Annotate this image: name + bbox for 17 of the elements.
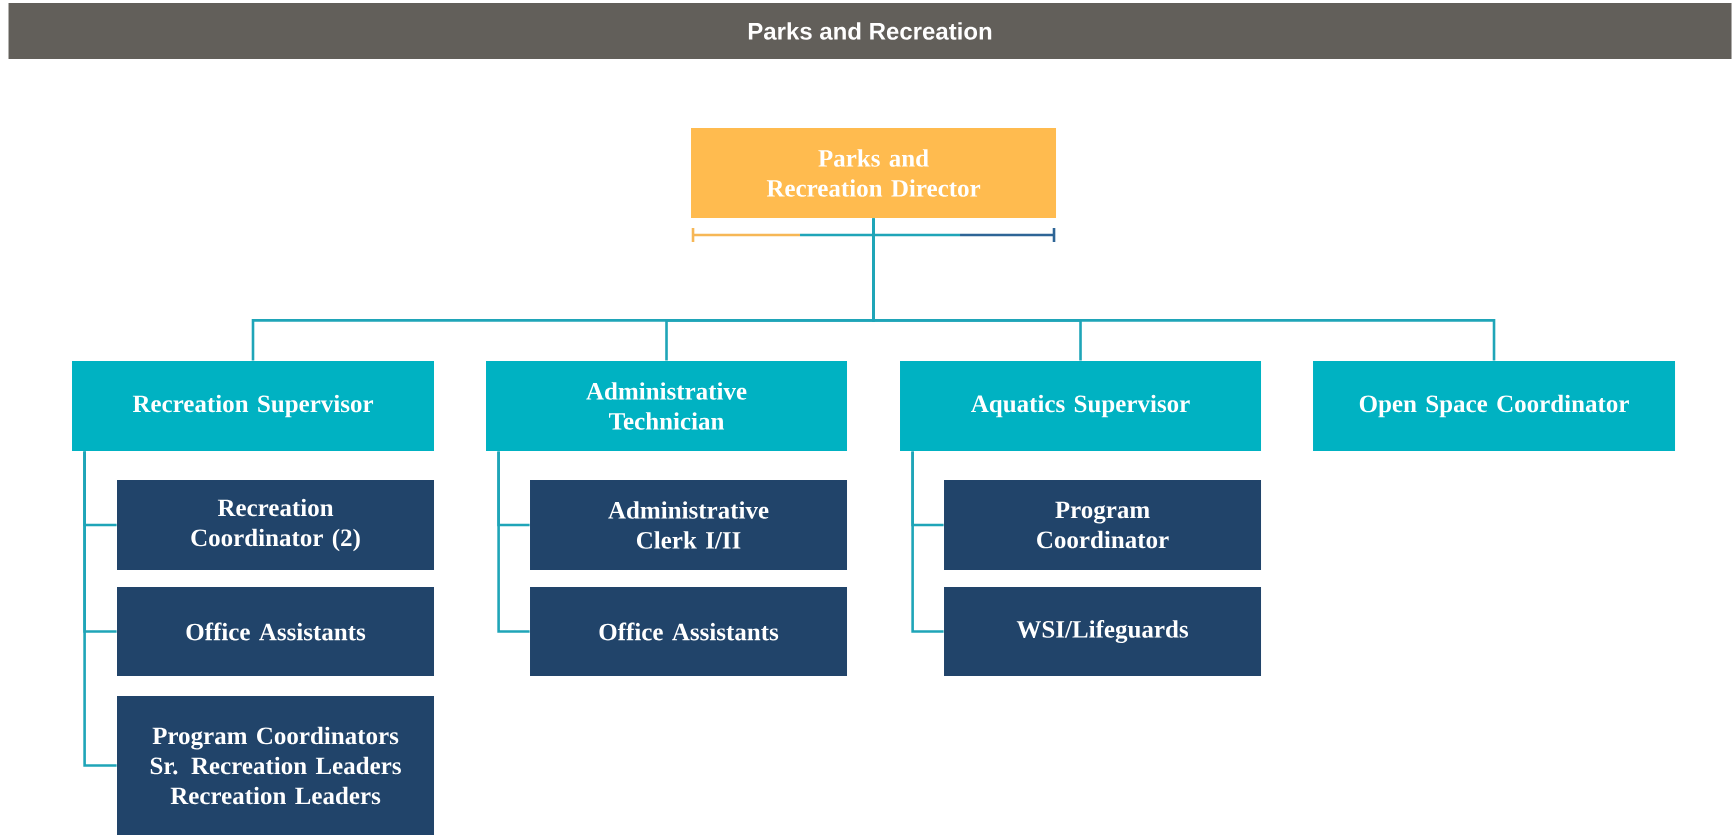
staff-box: Office Assistants (117, 587, 434, 676)
staff-box: Recreation Coordinator (2) (117, 480, 434, 570)
director-box: Parks and Recreation Director (691, 128, 1056, 218)
connector-line (83, 451, 117, 767)
connector-line (497, 451, 530, 633)
staff-box: Office Assistants (530, 587, 847, 676)
title-bar: Parks and Recreation (8, 3, 1732, 59)
staff-box: Program Coordinator (944, 480, 1261, 570)
connector-line (911, 451, 944, 633)
supervisor-box: Recreation Supervisor (72, 361, 434, 451)
staff-box: Administrative Clerk I/II (530, 480, 847, 570)
staff-box: Program Coordinators Sr. Recreation Leaders Recreation Leaders (117, 696, 434, 835)
supervisor-box: Administrative Technician (486, 361, 847, 451)
staff-box: WSI/Lifeguards (944, 587, 1261, 676)
supervisor-box: Aquatics Supervisor (900, 361, 1261, 451)
connector-line (872, 218, 1496, 361)
supervisor-box: Open Space Coordinator (1313, 361, 1676, 451)
